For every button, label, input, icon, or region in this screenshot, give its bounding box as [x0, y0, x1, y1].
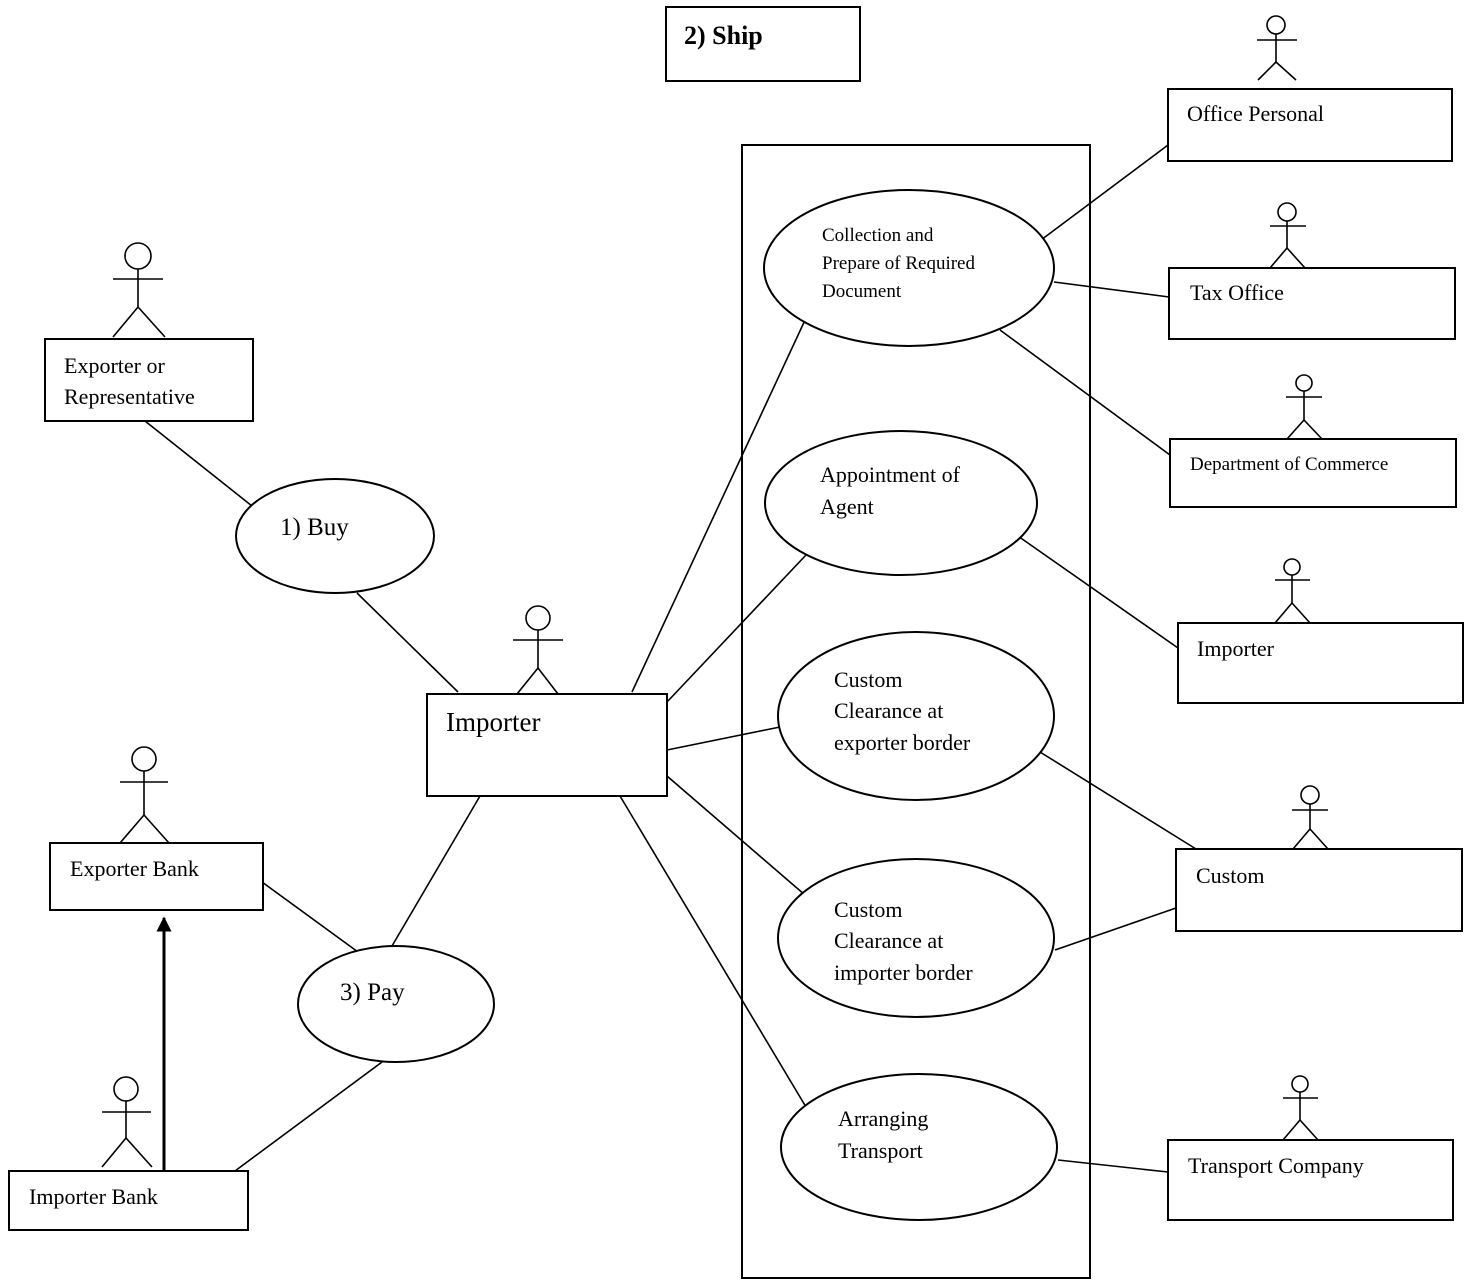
usecase-label: 3) Pay: [340, 979, 405, 1006]
actor-figure-importer-right: [1274, 558, 1311, 624]
usecase-label: 1) Buy: [280, 514, 349, 541]
usecase-buy: 1) Buy: [235, 478, 435, 594]
association-lines: [144, 144, 1197, 1173]
actor-department-of-commerce: Department of Commerce: [1169, 438, 1457, 508]
actor-label: Tax Office: [1190, 280, 1284, 305]
usecase-label-line-3: exporter border: [834, 730, 971, 755]
usecase-pay: 3) Pay: [297, 945, 495, 1063]
link-importer-collection: [631, 317, 807, 693]
link-exporterbank-pay: [261, 881, 359, 953]
actor-figure-office-personal: [1257, 15, 1297, 81]
usecase-clearance-importer-border: Custom Clearance at importer border: [777, 858, 1055, 1018]
actor-label: Custom: [1196, 863, 1264, 888]
link-buy-importer: [356, 592, 459, 693]
actor-label-line-1: Exporter or: [64, 353, 165, 378]
actor-label: Importer: [1197, 636, 1275, 661]
actor-importer-right: Importer: [1177, 622, 1464, 704]
actor-label: Office Personal: [1187, 101, 1324, 126]
link-pay-importerbank: [234, 1061, 383, 1172]
actor-figure-exporter-bank: [119, 746, 170, 844]
actor-figure-exporter: [112, 242, 166, 338]
usecase-label-line-3: Document: [822, 281, 902, 302]
ship-title: 2) Ship: [684, 21, 763, 50]
actor-label: Exporter Bank: [70, 856, 199, 881]
link-collection-tax: [1053, 281, 1170, 298]
ship-title-box: 2) Ship: [665, 6, 861, 82]
link-importer-pay: [391, 795, 481, 947]
actor-label: Department of Commerce: [1190, 454, 1388, 475]
actor-tax-office: Tax Office: [1168, 267, 1456, 340]
actor-label-line-2: Representative: [64, 384, 195, 409]
link-collection-commerce: [999, 329, 1171, 456]
usecase-label-line-1: Arranging: [838, 1106, 928, 1131]
usecase-appointment-agent: Appointment of Agent: [764, 430, 1038, 576]
link-appointment-importer: [1014, 533, 1179, 649]
actor-transport-company: Transport Company: [1167, 1139, 1454, 1221]
link-importer-appointment: [666, 554, 807, 703]
actor-exporter-representative: Exporter or Representative: [44, 338, 254, 422]
usecase-label-line-2: Clearance at: [834, 928, 943, 953]
link-transport-company: [1057, 1159, 1169, 1173]
usecase-label-line-1: Appointment of: [820, 462, 961, 487]
link-importer-transport: [619, 795, 807, 1108]
actor-label: Importer: [446, 707, 540, 737]
link-importer-clearance-importer: [666, 775, 806, 896]
usecase-arranging-transport: Arranging Transport: [780, 1073, 1058, 1221]
usecase-label-line-3: importer border: [834, 960, 973, 985]
link-importer-clearance-exporter: [666, 726, 781, 751]
actor-figure-custom: [1292, 785, 1329, 850]
usecase-label-line-2: Transport: [838, 1138, 923, 1163]
link-clearance-exporter-custom: [1039, 751, 1197, 850]
actor-figure-importer-bank: [101, 1076, 153, 1168]
link-clearance-importer-custom: [1054, 907, 1177, 951]
actor-office-personal: Office Personal: [1167, 88, 1453, 162]
actor-label: Importer Bank: [29, 1184, 158, 1209]
usecase-clearance-exporter-border: Custom Clearance at exporter border: [777, 631, 1055, 801]
actor-label: Transport Company: [1188, 1153, 1364, 1178]
usecase-label-line-2: Prepare of Required: [822, 253, 975, 274]
usecase-collection-documents: Collection and Prepare of Required Docum…: [763, 189, 1055, 347]
actor-figure-dept-commerce: [1286, 374, 1323, 440]
actor-figure-tax-office: [1269, 202, 1306, 269]
actor-importer-bank: Importer Bank: [8, 1170, 249, 1231]
actor-figure-transport-company: [1282, 1075, 1319, 1141]
usecase-label-line-1: Custom: [834, 667, 902, 692]
actor-figure-importer-main: [513, 605, 563, 695]
actor-importer-main: Importer: [426, 693, 668, 797]
usecase-label-line-2: Agent: [820, 494, 874, 519]
usecase-label-line-2: Clearance at: [834, 698, 943, 723]
link-exporter-buy: [144, 420, 253, 507]
usecase-label-line-1: Custom: [834, 897, 902, 922]
actor-exporter-bank: Exporter Bank: [49, 842, 264, 911]
actor-custom: Custom: [1175, 848, 1463, 932]
link-collection-office: [1036, 144, 1169, 244]
usecase-label-line-1: Collection and: [822, 225, 934, 246]
